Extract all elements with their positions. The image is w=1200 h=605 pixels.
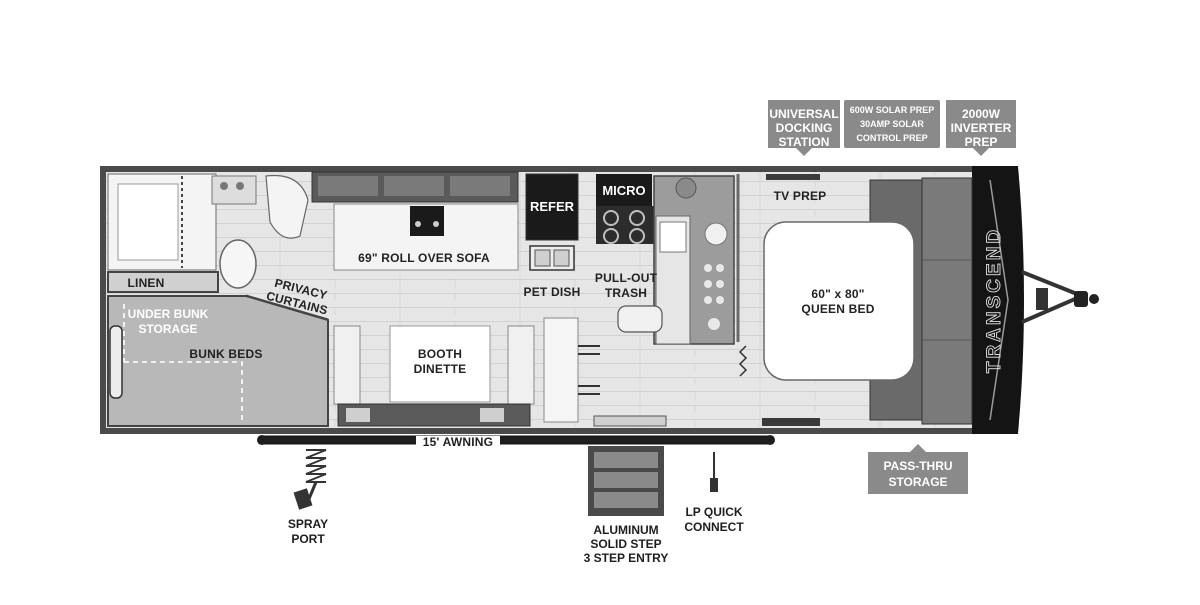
entry-steps: ALUMINUM SOLID STEP 3 STEP ENTRY [584, 446, 669, 565]
vanity [265, 174, 309, 239]
label-linen: LINEN [128, 276, 165, 290]
label-lp-line1: LP QUICK [685, 505, 742, 519]
awning: 15' AWNING [257, 435, 775, 449]
callout-universal-docking-line1: UNIVERSAL [769, 107, 838, 121]
bath-sink [211, 175, 257, 205]
label-pass-thru-line1: PASS-THRU [883, 459, 952, 473]
toilet [219, 239, 257, 289]
label-pass-thru-line2: STORAGE [888, 475, 947, 489]
callout-solar-prep-line1: 600W SOLAR PREP [850, 105, 935, 115]
label-spray-line2: PORT [291, 532, 325, 546]
counter-island [543, 317, 579, 423]
label-pull-out-line1: PULL-OUT [595, 271, 658, 285]
label-awning: 15' AWNING [423, 435, 493, 449]
callout-universal-docking-line2: DOCKING [776, 121, 833, 135]
refrigerator: REFER PET DISH [524, 173, 581, 299]
callout-solar-prep-line2: 30AMP SOLAR [860, 119, 924, 129]
callout-universal-docking-line3: STATION [779, 135, 830, 149]
front-cap: TRANSCEND [972, 166, 1024, 434]
label-bunk-beds: BUNK BEDS [189, 347, 262, 361]
tv-prep-mount [766, 174, 820, 180]
callout-inverter-prep: 2000W INVERTER PREP [946, 100, 1016, 156]
bedroom: TV PREP 60" x 80" QUEEN BED [736, 174, 973, 426]
label-tv-prep: TV PREP [774, 189, 827, 203]
label-step-line2: SOLID STEP [590, 537, 661, 551]
bunk-bed [107, 295, 329, 427]
label-refer: REFER [530, 199, 575, 214]
label-booth-line1: BOOTH [418, 347, 462, 361]
spray-port: SPRAY PORT [288, 449, 328, 546]
callout-solar-prep-line3: CONTROL PREP [856, 133, 927, 143]
hitch [1021, 270, 1099, 324]
label-step-line3: 3 STEP ENTRY [584, 551, 669, 565]
callout-solar-prep: 600W SOLAR PREP 30AMP SOLAR CONTROL PREP [844, 100, 940, 148]
callout-pass-thru-storage: PASS-THRU STORAGE [868, 444, 968, 494]
queen-bed [763, 221, 915, 381]
label-spray-line1: SPRAY [288, 517, 328, 531]
label-micro: MICRO [602, 183, 645, 198]
linen-cabinet [107, 271, 219, 293]
label-queen-line1: 60" x 80" [811, 287, 864, 301]
sofa-area: 69" ROLL OVER SOFA [311, 171, 519, 271]
label-roll-over-sofa: 69" ROLL OVER SOFA [358, 251, 490, 265]
front-wardrobe [921, 177, 973, 425]
brand-logo: TRANSCEND [984, 227, 1005, 373]
trash-bin [617, 305, 663, 333]
dinette: BOOTH DINETTE [333, 317, 667, 427]
label-under-bunk-line2: STORAGE [138, 322, 197, 336]
label-pet-dish: PET DISH [524, 285, 581, 299]
label-booth-line2: DINETTE [414, 362, 467, 376]
callout-inverter-line2: INVERTER [951, 121, 1012, 135]
label-pull-out-line2: TRASH [605, 286, 647, 300]
sofa-table [410, 206, 444, 236]
microwave [596, 174, 652, 206]
label-step-line1: ALUMINUM [593, 523, 658, 537]
callout-inverter-line3: PREP [965, 135, 998, 149]
kitchen: MICRO PULL-OUT TRASH [595, 174, 735, 345]
label-under-bunk-line1: UNDER BUNK [128, 307, 209, 321]
lp-quick-connect: LP QUICK CONNECT [684, 452, 744, 534]
bunk-ladder [109, 325, 123, 399]
bunk-area: UNDER BUNK STORAGE BUNK BEDS [107, 295, 329, 427]
label-queen-line2: QUEEN BED [801, 302, 874, 316]
dinette-table [389, 325, 491, 403]
callout-inverter-line1: 2000W [962, 107, 1001, 121]
bathroom: LINEN [107, 173, 309, 293]
label-lp-line2: CONNECT [684, 520, 744, 534]
callout-universal-docking: UNIVERSAL DOCKING STATION [768, 100, 840, 156]
